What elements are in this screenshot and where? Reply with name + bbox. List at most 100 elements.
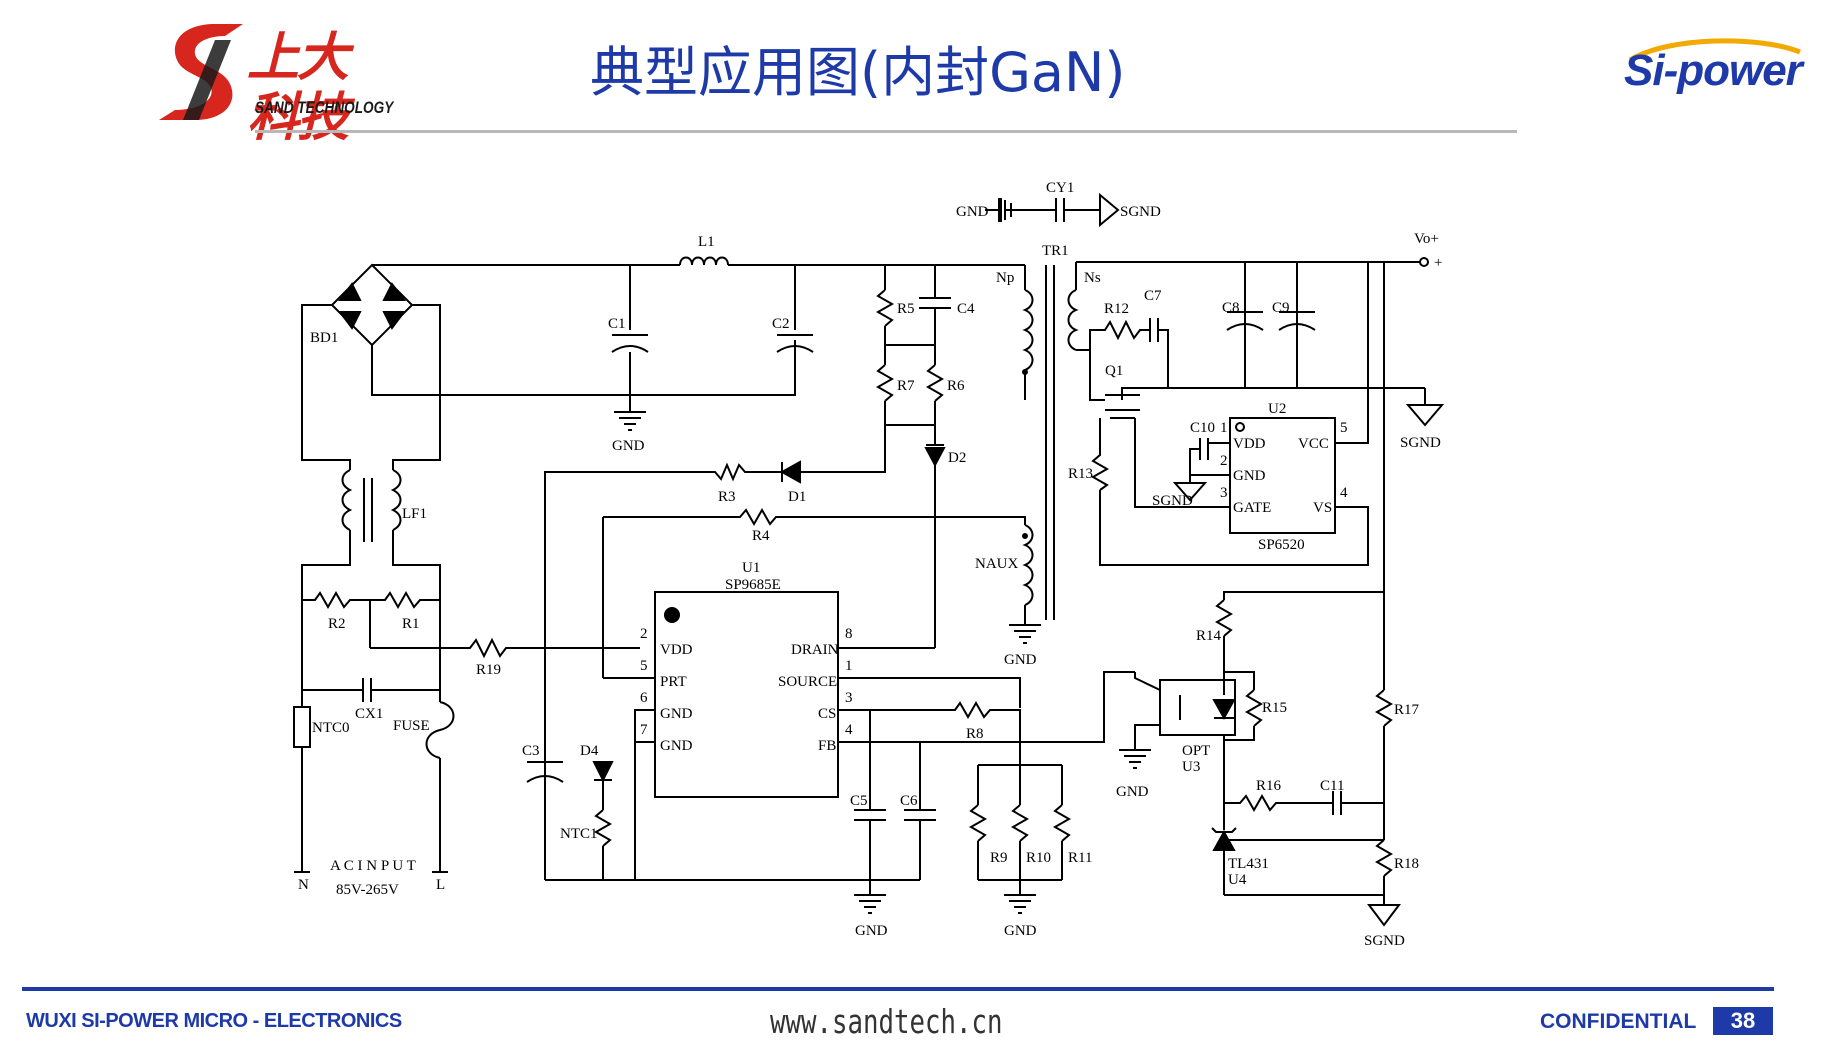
r14-label: R14 <box>1196 628 1222 644</box>
l-terminal-label: L <box>436 877 445 893</box>
r1-label: R1 <box>402 616 420 632</box>
r7-label: R7 <box>897 378 915 394</box>
u1-prt-label: PRT <box>660 674 687 690</box>
c1-capacitor <box>611 334 649 353</box>
confidential-label: CONFIDENTIAL <box>1540 1010 1697 1033</box>
sgnd-bottom-label: SGND <box>1364 933 1405 949</box>
r13-label: R13 <box>1068 466 1093 482</box>
u1-label: U1 <box>742 560 760 576</box>
np-winding <box>1022 289 1034 371</box>
page-title: 典型应用图(内封GaN) <box>590 41 1126 104</box>
r2-label: R2 <box>328 616 346 632</box>
swoosh-icon <box>1628 38 1801 63</box>
page-number: 38 <box>1713 1007 1773 1035</box>
r15-label: R15 <box>1262 700 1287 716</box>
pin-7-label: 7 <box>640 722 648 738</box>
u2-vdd-label: VDD <box>1233 436 1266 452</box>
lf1-label: LF1 <box>402 506 427 522</box>
lf1-left-coil <box>341 469 353 531</box>
ntc0-label: NTC0 <box>312 720 350 736</box>
u2-pin2-label: 2 <box>1220 453 1228 469</box>
r16-label: R16 <box>1256 778 1282 794</box>
u2-vs-label: VS <box>1313 500 1332 516</box>
sp6520-label: SP6520 <box>1258 537 1305 553</box>
bd1-label: BD1 <box>310 330 338 346</box>
u1-ic <box>654 591 839 798</box>
tr1-label: TR1 <box>1042 243 1069 259</box>
ntc1-label: NTC1 <box>560 826 598 842</box>
naux-label: NAUX <box>975 556 1018 572</box>
sgnd-right-label: SGND <box>1400 435 1441 451</box>
l1-inductor <box>679 256 729 266</box>
pin-2-label: 2 <box>640 626 648 642</box>
ns-label: Ns <box>1084 270 1101 286</box>
u1-fb-label: FB <box>818 738 836 754</box>
r11-label: R11 <box>1068 850 1092 866</box>
opt-label: OPT <box>1182 743 1210 759</box>
c10-label: C10 <box>1190 420 1215 436</box>
sp9685e-label: SP9685E <box>725 577 781 593</box>
u3-label: U3 <box>1182 759 1200 775</box>
c2-label: C2 <box>772 316 790 332</box>
u1-gnd2-label: GND <box>660 738 693 754</box>
pin-6-label: 6 <box>640 690 648 706</box>
r3-label: R3 <box>718 489 736 505</box>
r5-label: R5 <box>897 301 915 317</box>
voltage-label: 85V-265V <box>336 882 399 898</box>
pin-4-label: 4 <box>845 722 853 738</box>
si-power-logo: Si-power <box>1610 38 1815 108</box>
gnd-aux-label: GND <box>1004 652 1037 668</box>
r17-label: R17 <box>1394 702 1420 718</box>
lf1-right-coil <box>390 469 402 531</box>
r19-label: R19 <box>476 662 501 678</box>
sand-technology-logo: 上大科技 SAND TECHNOLOGY <box>155 20 395 148</box>
l1-label: L1 <box>698 234 715 250</box>
gnd-opt-label: GND <box>1116 784 1149 800</box>
u1-source-label: SOURCE <box>778 674 837 690</box>
sgnd-top-label: SGND <box>1120 204 1161 220</box>
gnd-c-label: GND <box>612 438 645 454</box>
u1-drain-label: DRAIN <box>791 642 839 658</box>
q1-label: Q1 <box>1105 363 1123 379</box>
footer-divider <box>22 987 1774 991</box>
c11-label: C11 <box>1320 778 1344 794</box>
ns-winding <box>1067 289 1079 351</box>
pin-5-label: 5 <box>640 658 648 674</box>
u2-pin3-label: 3 <box>1220 485 1228 501</box>
gnd-r-label: GND <box>1004 923 1037 939</box>
r18-label: R18 <box>1394 856 1419 872</box>
r10-label: R10 <box>1026 850 1051 866</box>
d2-label: D2 <box>948 450 966 466</box>
gnd-top-label: GND <box>956 204 989 220</box>
pin-8-label: 8 <box>845 626 853 642</box>
naux-winding <box>1022 524 1034 606</box>
pin-1-label: 1 <box>845 658 853 674</box>
gnd-symbol-c <box>614 411 646 431</box>
cy1-capacitor <box>985 192 1120 228</box>
ac-input-label: A C I N P U T <box>330 858 416 874</box>
vo-label: Vo+ <box>1414 231 1439 247</box>
gnd-c5-label: GND <box>855 923 888 939</box>
sgnd-u2-label: SGND <box>1152 493 1193 509</box>
vo-plus-label: + <box>1434 255 1442 271</box>
cy1-label: CY1 <box>1046 180 1074 196</box>
c3-label: C3 <box>522 743 540 759</box>
d1-label: D1 <box>788 489 806 505</box>
u2-gate-label: GATE <box>1233 500 1271 516</box>
footer-company: WUXI SI-POWER MICRO - ELECTRONICS <box>26 1010 402 1032</box>
r12-label: R12 <box>1104 301 1129 317</box>
c4-label: C4 <box>957 301 975 317</box>
c2-capacitor <box>776 334 814 353</box>
u2-gnd-label: GND <box>1233 468 1266 484</box>
r6-label: R6 <box>947 378 965 394</box>
u1-vdd-label: VDD <box>660 642 693 658</box>
c9-label: C9 <box>1272 300 1290 316</box>
r4-label: R4 <box>752 528 770 544</box>
r8-label: R8 <box>966 726 984 742</box>
footer-website: www.sandtech.cn <box>770 1002 1003 1041</box>
fuse-symbol <box>425 701 455 759</box>
tl431-label: TL431 <box>1228 856 1269 872</box>
u1-cs-label: CS <box>818 706 836 722</box>
u2-vcc-label: VCC <box>1298 436 1329 452</box>
